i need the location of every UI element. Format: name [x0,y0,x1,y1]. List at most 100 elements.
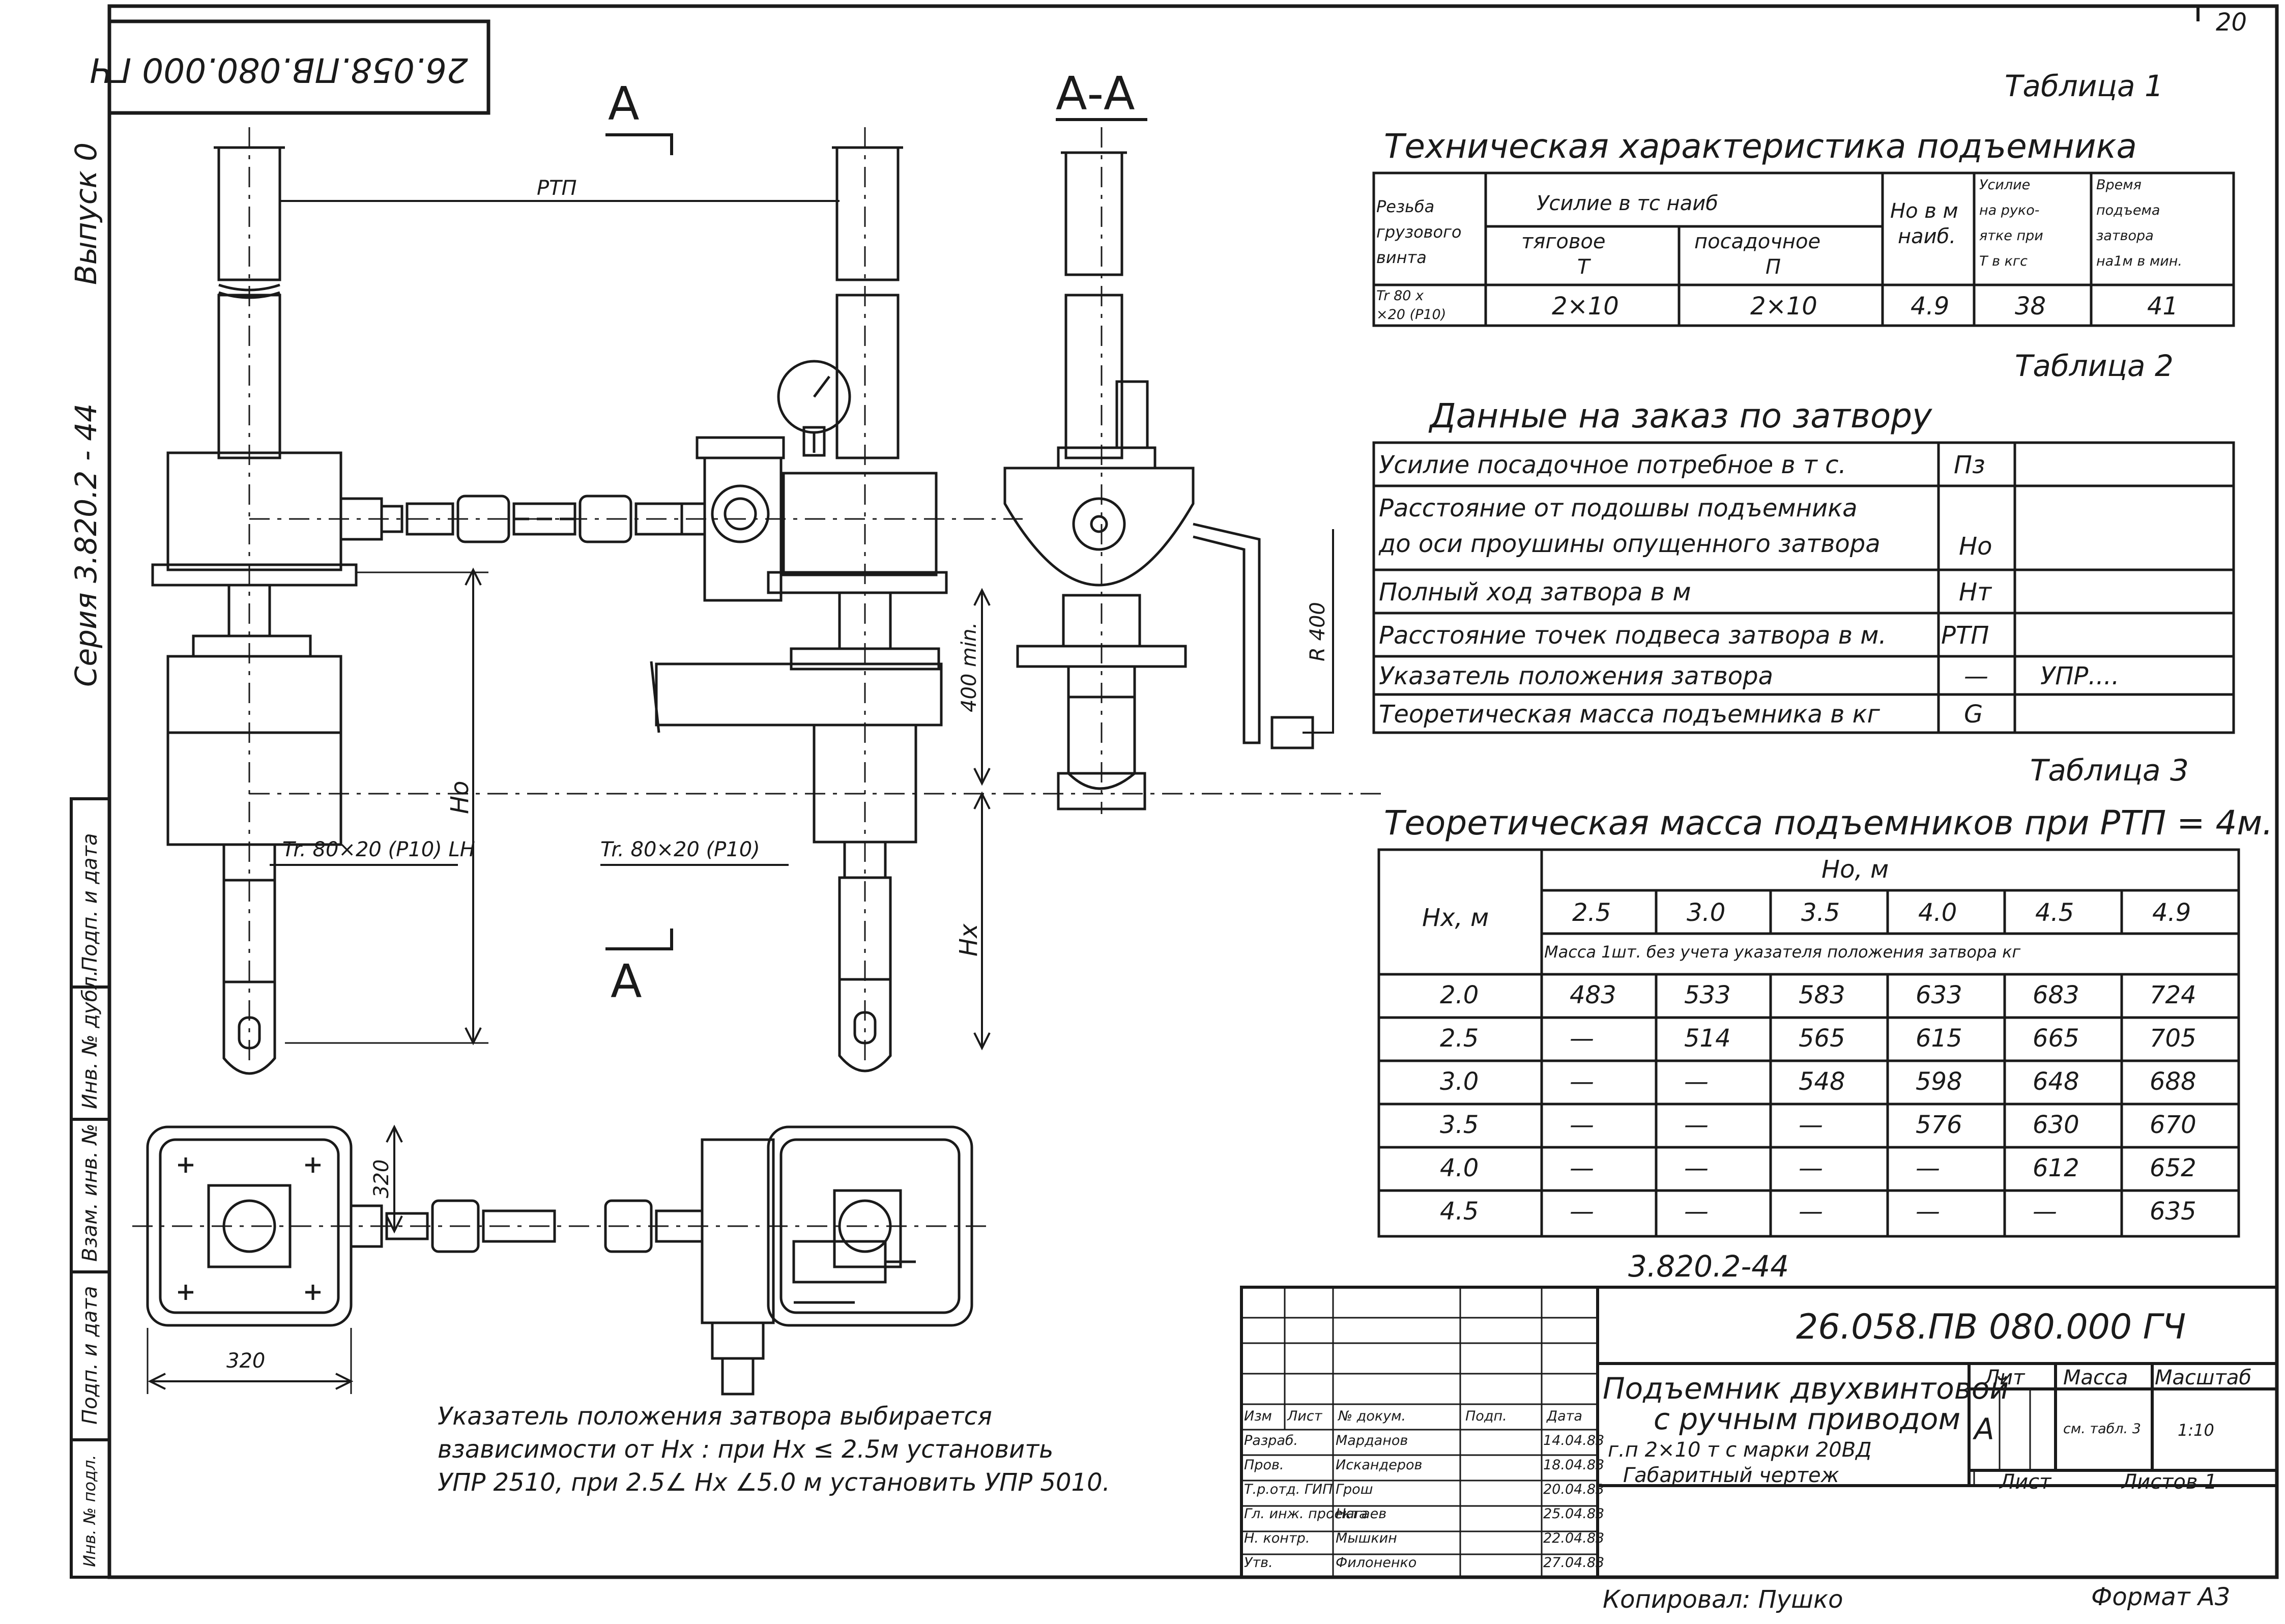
table1-title: Техническая характеристика подъемника [1384,127,2137,166]
t1-row-pull: 2×10 [1552,292,1619,321]
t3-cell: 665 [2033,1024,2079,1053]
tb-staff-date: 22.04.83 [1543,1530,1605,1546]
tb-staff-date: 18.04.83 [1543,1457,1605,1473]
dim-400-min-label: 400 min. [958,622,981,712]
title-block-grid [1240,1286,2278,1579]
footer-copied: Копировал: Пушко [1603,1585,1843,1614]
note-line-1: Указатель положения затвора выбирается [438,1402,992,1431]
t3-col-header: 3.5 [1801,898,1840,927]
tb-col-data: Дата [1547,1408,1582,1424]
t3-col-header: 3.0 [1687,898,1726,927]
t3-cell: — [1799,1197,1823,1226]
t3-cell: — [1916,1154,1940,1182]
t3-cell: — [1570,1067,1594,1096]
tb-name-4: Габаритный чертеж [1623,1464,1839,1487]
t3-cell: 565 [1799,1024,1845,1053]
t3-cell: 514 [1684,1024,1731,1053]
t3-cell: — [2033,1197,2057,1226]
t3-cell: 683 [2033,981,2079,1009]
t3-cell: 548 [1799,1067,1845,1096]
dim-320-horizontal: 320 [226,1349,266,1373]
t1-h-time-4: на1м в мин. [2096,253,2182,269]
t2-r1-label-1: Расстояние от подошвы подъемника [1379,494,1858,523]
front-view [151,146,683,1075]
tb-name-3: г.п 2×10 т с марки 20ВД [1608,1438,1872,1462]
t3-row-hx: 4.5 [1440,1197,1479,1226]
t3-cell: 633 [1916,981,1962,1009]
t3-cell: — [1799,1154,1823,1182]
t3-row-hx: 2.0 [1440,981,1479,1009]
seria-label: Серия 3.820.2 - 44 [69,403,103,687]
t1-h-handle-3: ятке при [1979,228,2043,244]
t1-h-ho-2: наиб. [1898,225,1956,248]
t3-cell: — [1684,1111,1709,1139]
stamp-cell-vzam-inv: Взам. инв. № [78,1123,102,1262]
t1-h-landing: посадочное [1694,230,1821,253]
t1-h-handle-2: на руко- [1979,202,2040,218]
stamp-cell-inv-dubl: Инв. № дубл. [78,970,102,1109]
table2-grid [1372,441,2235,734]
t3-cell: 635 [2150,1197,2196,1226]
t3-row-header: Нх, м [1422,904,1489,932]
table3-grid [1377,848,2240,1238]
rtp-dimension-label: РТП [537,177,577,200]
r400-label: R 400 [1306,602,1329,661]
t2-r2-symbol: Нт [1959,578,1992,606]
stamp-cell-podp-data-2: Подп. и дата [78,1286,102,1425]
t2-r0-symbol: Пз [1954,451,1985,479]
tb-lit-value: А [1974,1412,1994,1446]
t1-row-handle: 38 [2015,292,2046,321]
tb-staff-role: Т.р.отд. ГИП [1244,1482,1333,1497]
tb-staff-name: Мышкин [1336,1530,1397,1546]
section-a-top-label: А [608,77,640,131]
t3-cell: 483 [1570,981,1616,1009]
t3-cell: 576 [1916,1111,1962,1139]
series-code: 3.820.2-44 [1628,1249,1789,1284]
t1-h-thread-3: винта [1376,248,1427,267]
t3-cell: — [1684,1067,1709,1096]
t2-r0-label: Усилие посадочное потребное в т с. [1379,451,1846,479]
tb-staff-role: Пров. [1244,1457,1284,1473]
t2-r5-label: Теоретическая масса подъемника в кг [1379,700,1880,729]
t2-r5-symbol: G [1964,700,1983,729]
table1-caption: Таблица 1 [2005,69,2163,103]
tb-mass-label: Масса [2063,1366,2128,1389]
t1-h-pull-sym: Т [1577,255,1590,279]
tb-staff-date: 20.04.83 [1543,1482,1605,1497]
t3-cell: — [1570,1024,1594,1053]
t1-h-time-1: Время [2096,177,2142,193]
tb-lit-label: Лит [1984,1366,2025,1389]
thread-left-label: Tr. 80×20 (P10) LH [282,838,475,861]
tb-staff-date: 14.04.83 [1543,1433,1605,1448]
t3-cell: 615 [1916,1024,1962,1053]
dim-320-vertical: 320 [370,1159,393,1198]
stamp-cell-podp-data-1: Подп. и дата [78,833,102,972]
t3-cell: — [1570,1111,1594,1139]
tb-staff-role: Гл. инж. проекта [1244,1506,1368,1522]
t3-cell: 612 [2033,1154,2079,1182]
t2-r3-symbol: РТП [1941,621,1989,650]
tb-staff-name: Филоненко [1336,1555,1417,1571]
t1-h-landing-sym: П [1766,255,1781,279]
t3-cell: 583 [1799,981,1845,1009]
t1-row-ho: 4.9 [1911,292,1950,321]
t2-r4-value: УПР.... [2040,662,2120,690]
t3-cell: 670 [2150,1111,2196,1139]
table2-title: Данные на заказ по затвору [1430,396,1932,436]
section-aa-label: А-А [1056,67,1135,121]
t2-r4-label: Указатель положения затвора [1379,662,1774,690]
t3-row-hx: 2.5 [1440,1024,1479,1053]
t3-cell: — [1570,1154,1594,1182]
t3-cell: — [1916,1197,1940,1226]
tb-mass-value: см. табл. 3 [2063,1421,2141,1437]
t1-h-handle-4: Т в кгс [1979,253,2028,269]
note-line-3: УПР 2510, при 2.5∠ Нх ∠5.0 м установить … [438,1468,1110,1497]
ho-dimension-label: Но [446,780,474,814]
t3-cell: 652 [2150,1154,2196,1182]
table3-caption: Таблица 3 [2030,753,2189,788]
t3-cell: — [1684,1197,1709,1226]
t1-h-thread-2: грузового [1376,222,1462,242]
t3-row-hx: 3.0 [1440,1067,1479,1096]
tb-col-list: Лист [1287,1408,1322,1424]
